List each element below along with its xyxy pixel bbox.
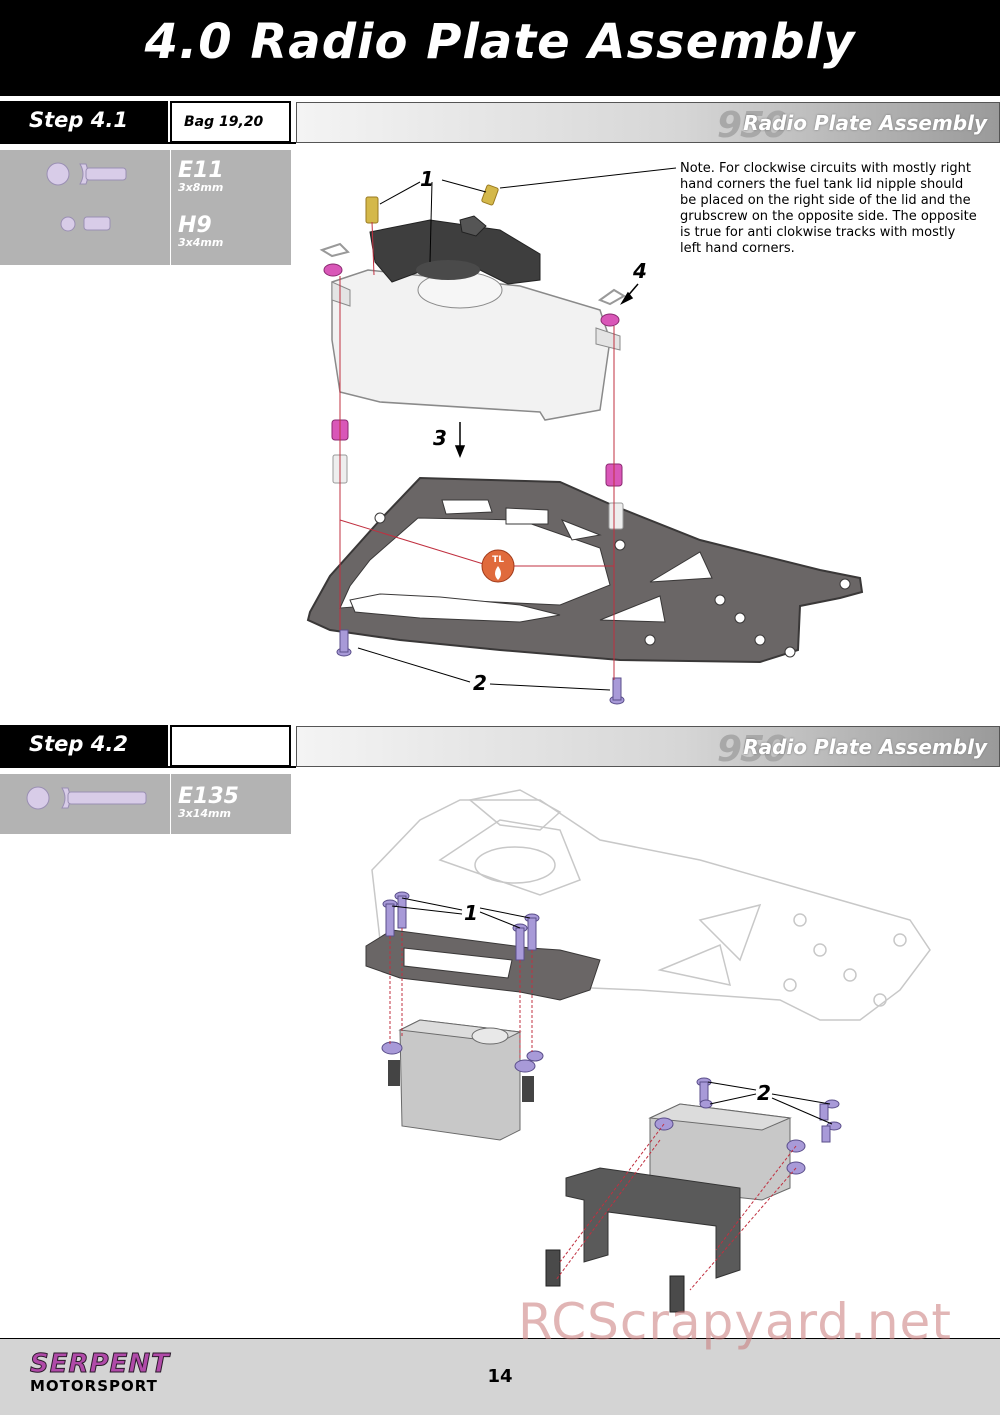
page-number: 14: [487, 1366, 513, 1387]
leader-lines: [357, 167, 677, 691]
title-bar: 4.0 Radio Plate Assembly: [0, 0, 1000, 96]
assembly-guide-lines: [339, 221, 615, 680]
parts-box: E11 3x8mm H9 3x4mm: [0, 150, 291, 265]
screw: [512, 923, 528, 961]
callout-number: 4: [632, 259, 647, 283]
part-size: 3x8mm: [178, 181, 224, 194]
servo: [648, 1103, 806, 1201]
section-band: 950 Radio Plate Assembly: [296, 102, 1000, 146]
divider: [0, 766, 296, 768]
body-clip: [319, 242, 350, 258]
screw: [382, 899, 398, 937]
parts-illustration: [26, 786, 147, 810]
model-logo: 950: [717, 105, 788, 146]
footer: [0, 1339, 1000, 1415]
brass-nipple: [481, 184, 499, 206]
assembly-guide-lines: [389, 928, 797, 1291]
assembly-note: Note. For clockwise circuits with mostly…: [680, 161, 977, 256]
divider: [170, 150, 171, 265]
part-code: E11: [178, 158, 224, 183]
page-title: 4.0 Radio Plate Assembly: [144, 14, 856, 70]
parts-illustration: [46, 162, 127, 232]
screw: [609, 677, 625, 705]
footer-divider: [0, 1338, 1000, 1339]
part-code: E135: [178, 784, 239, 809]
brand-subtitle: MOTORSPORT: [30, 1377, 158, 1395]
brand-logo: SERPENT: [30, 1349, 170, 1380]
callout-number: 1: [464, 901, 478, 925]
screw: [394, 891, 410, 929]
divider: [0, 142, 296, 144]
ghost-chassis: [371, 789, 931, 1021]
radio-plate: [306, 476, 864, 664]
parts-box: E135 3x14mm: [0, 774, 291, 834]
screw-e11-icon: [46, 162, 127, 186]
section-title: Radio Plate Assembly: [743, 111, 987, 135]
step-4-1-header: Step 4.1 Bag 19,20 950 Radio Plate Assem…: [0, 101, 1000, 146]
step-4-1-illustration: TL 1 4 3 2: [306, 167, 864, 705]
callout-number: 1: [420, 167, 434, 191]
bag-box: Bag 19,20: [170, 101, 291, 143]
part-size: 3x14mm: [178, 807, 231, 820]
body-clip: [597, 288, 626, 306]
callout-number: 2: [473, 671, 487, 695]
screw-e135-icon: [26, 786, 147, 810]
screw: [336, 629, 352, 657]
threadlock-icon: TL: [481, 549, 515, 583]
screw: [821, 1121, 842, 1143]
divider: [170, 774, 171, 834]
pink-washer: [323, 263, 343, 277]
arrow-icon: [454, 283, 639, 459]
threadlock-label: TL: [492, 555, 504, 565]
screw-group: [382, 891, 540, 961]
screw: [524, 913, 540, 951]
servo: [381, 1019, 544, 1141]
servo-mount: [545, 1167, 741, 1313]
bag-box: [170, 725, 291, 767]
callout-number: 2: [757, 1081, 771, 1105]
pink-washer: [600, 313, 620, 327]
step-4-2-header: Step 4.2 950 Radio Plate Assembly: [0, 725, 1000, 770]
leader-lines: [391, 897, 833, 1125]
brass-nipple: [365, 196, 379, 224]
part-code: H9: [178, 213, 212, 238]
section-title: Radio Plate Assembly: [743, 735, 987, 759]
screw: [699, 1099, 713, 1109]
step-label: Step 4.1: [0, 101, 168, 143]
callout-number: 3: [433, 426, 447, 450]
servo-mount-plate: [365, 929, 601, 1001]
screw-h9-icon: [60, 216, 111, 232]
step-label: Step 4.2: [0, 725, 168, 767]
screw-group: [696, 1077, 842, 1143]
section-band: 950 Radio Plate Assembly: [296, 726, 1000, 770]
spacer: [608, 502, 624, 530]
fuel-tank: [331, 269, 621, 421]
screw: [819, 1099, 840, 1121]
screw: [696, 1077, 712, 1103]
tank-cap: [369, 215, 541, 285]
model-logo: 950: [717, 729, 788, 770]
part-size: 3x4mm: [178, 236, 224, 249]
watermark: RCScrapyard.net: [518, 1293, 952, 1351]
